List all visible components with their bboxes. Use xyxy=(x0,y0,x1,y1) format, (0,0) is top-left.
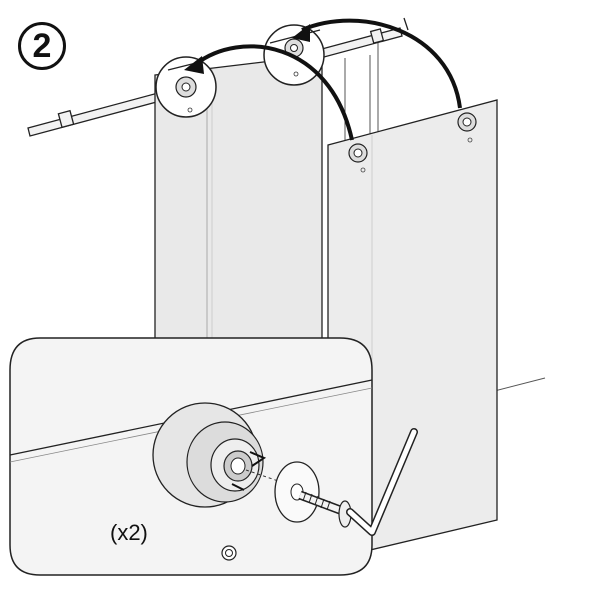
panel-wheel-left xyxy=(348,143,368,163)
washer xyxy=(274,461,320,523)
panel-wheel-right xyxy=(457,112,477,132)
detail-inset xyxy=(9,337,418,576)
callout-wheel-left xyxy=(155,56,217,118)
allen-key-icon xyxy=(346,428,418,536)
step-number-badge: 2 xyxy=(18,22,66,70)
transfer-arrow-left xyxy=(184,44,354,141)
quantity-label: (x2) xyxy=(110,520,148,545)
transfer-arrow-right xyxy=(292,18,462,109)
bolt xyxy=(298,490,352,528)
